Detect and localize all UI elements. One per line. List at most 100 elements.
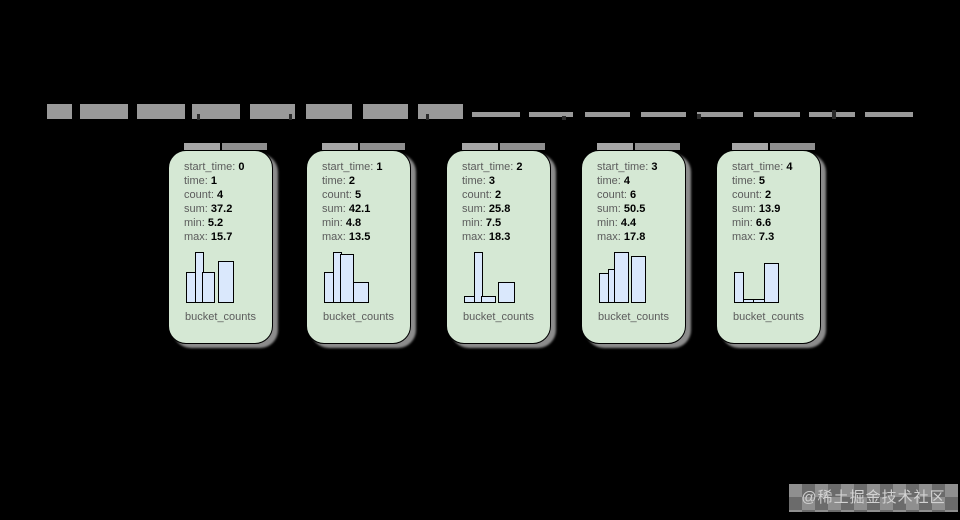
field-row: start_time: 1 [322,160,406,174]
field-value: 42.1 [348,203,371,215]
field-row: sum: 50.5 [597,202,681,216]
field-label: start_time: [322,161,377,173]
field-value: 5 [758,175,766,187]
field-row: sum: 37.2 [184,202,268,216]
field-value: 4.4 [620,217,637,229]
field-row: sum: 25.8 [462,202,546,216]
arrow-shadow-segment [322,143,358,150]
bucket-caption: bucket_counts [463,311,534,323]
field-row: time: 2 [322,174,406,188]
field-value: 37.2 [210,203,233,215]
field-label: max: [322,231,349,243]
field-label: min: [732,217,756,229]
histogram-bar [473,252,483,303]
arrow-shadow-segment [184,143,220,150]
field-value: 4.8 [345,217,362,229]
field-label: start_time: [732,161,787,173]
field-value: 4 [217,189,224,201]
field-row: min: 4.4 [597,216,681,230]
field-value: 1 [376,161,383,173]
field-row: max: 13.5 [322,230,406,244]
arrow-shadow-segment [770,143,815,150]
field-value: 2 [495,189,502,201]
field-value: 3 [651,161,658,173]
histogram-bar [631,256,646,303]
arrow-shadow-segment [732,143,768,150]
field-value: 2 [765,189,772,201]
arrow-shadow-segment [635,143,680,150]
field-label: sum: [322,203,349,215]
histogram-bar [352,282,369,303]
field-label: min: [322,217,346,229]
field-value: 13.5 [348,231,371,243]
field-row: max: 7.3 [732,230,816,244]
redacted-value-block [418,104,463,119]
field-value: 5 [355,189,362,201]
field-label: count: [732,189,766,201]
field-row: start_time: 2 [462,160,546,174]
field-row: time: 4 [597,174,681,188]
field-value: 3 [488,175,496,187]
redacted-value-block [137,104,185,119]
field-label: start_time: [184,161,239,173]
field-value: 1 [210,175,218,187]
field-label: count: [322,189,356,201]
arrow-shadow-segment [222,143,267,150]
field-value: 7.3 [758,231,775,243]
field-value: 5.2 [207,217,224,229]
field-value: 4 [623,175,631,187]
bucket-caption: bucket_counts [598,311,669,323]
field-value: 2 [348,175,356,187]
field-label: time: [732,175,759,187]
field-value: 2 [516,161,523,173]
field-row: max: 17.8 [597,230,681,244]
bucket-histogram [186,250,234,303]
field-row: max: 15.7 [184,230,268,244]
redacted-value-bar [585,112,630,117]
field-label: start_time: [462,161,517,173]
dark-notch [426,114,429,120]
dark-notch [697,114,701,119]
field-value: 15.7 [210,231,233,243]
arrow-shadow-segment [360,143,405,150]
field-row: count: 4 [184,188,268,202]
field-value: 7.5 [485,217,502,229]
histogram-bar [763,263,779,303]
redacted-value-block [306,104,352,119]
bucket-histogram [599,250,646,303]
dark-notch [832,110,836,119]
bucket-histogram [464,250,515,303]
field-row: time: 1 [184,174,268,188]
field-row: start_time: 0 [184,160,268,174]
field-row: count: 2 [732,188,816,202]
arrow-shadow-segment [597,143,633,150]
redacted-value-block [47,104,72,119]
field-label: sum: [462,203,489,215]
field-row: min: 4.8 [322,216,406,230]
field-row: time: 5 [732,174,816,188]
field-row: sum: 13.9 [732,202,816,216]
bucket-caption: bucket_counts [323,311,394,323]
redacted-value-bar [697,112,743,117]
field-label: time: [597,175,624,187]
field-value: 4 [786,161,793,173]
redacted-value-block [363,104,408,119]
dark-notch [197,114,200,120]
bucket-caption: bucket_counts [185,311,256,323]
field-value: 17.8 [623,231,646,243]
redacted-value-bar [472,112,520,117]
field-row: sum: 42.1 [322,202,406,216]
field-label: sum: [597,203,624,215]
histogram-bar [218,261,234,303]
field-row: min: 7.5 [462,216,546,230]
redacted-value-block [80,104,128,119]
bucket-caption: bucket_counts [733,311,804,323]
field-value: 6.6 [755,217,772,229]
field-row: min: 6.6 [732,216,816,230]
redacted-value-bar [641,112,686,117]
field-label: max: [597,231,624,243]
